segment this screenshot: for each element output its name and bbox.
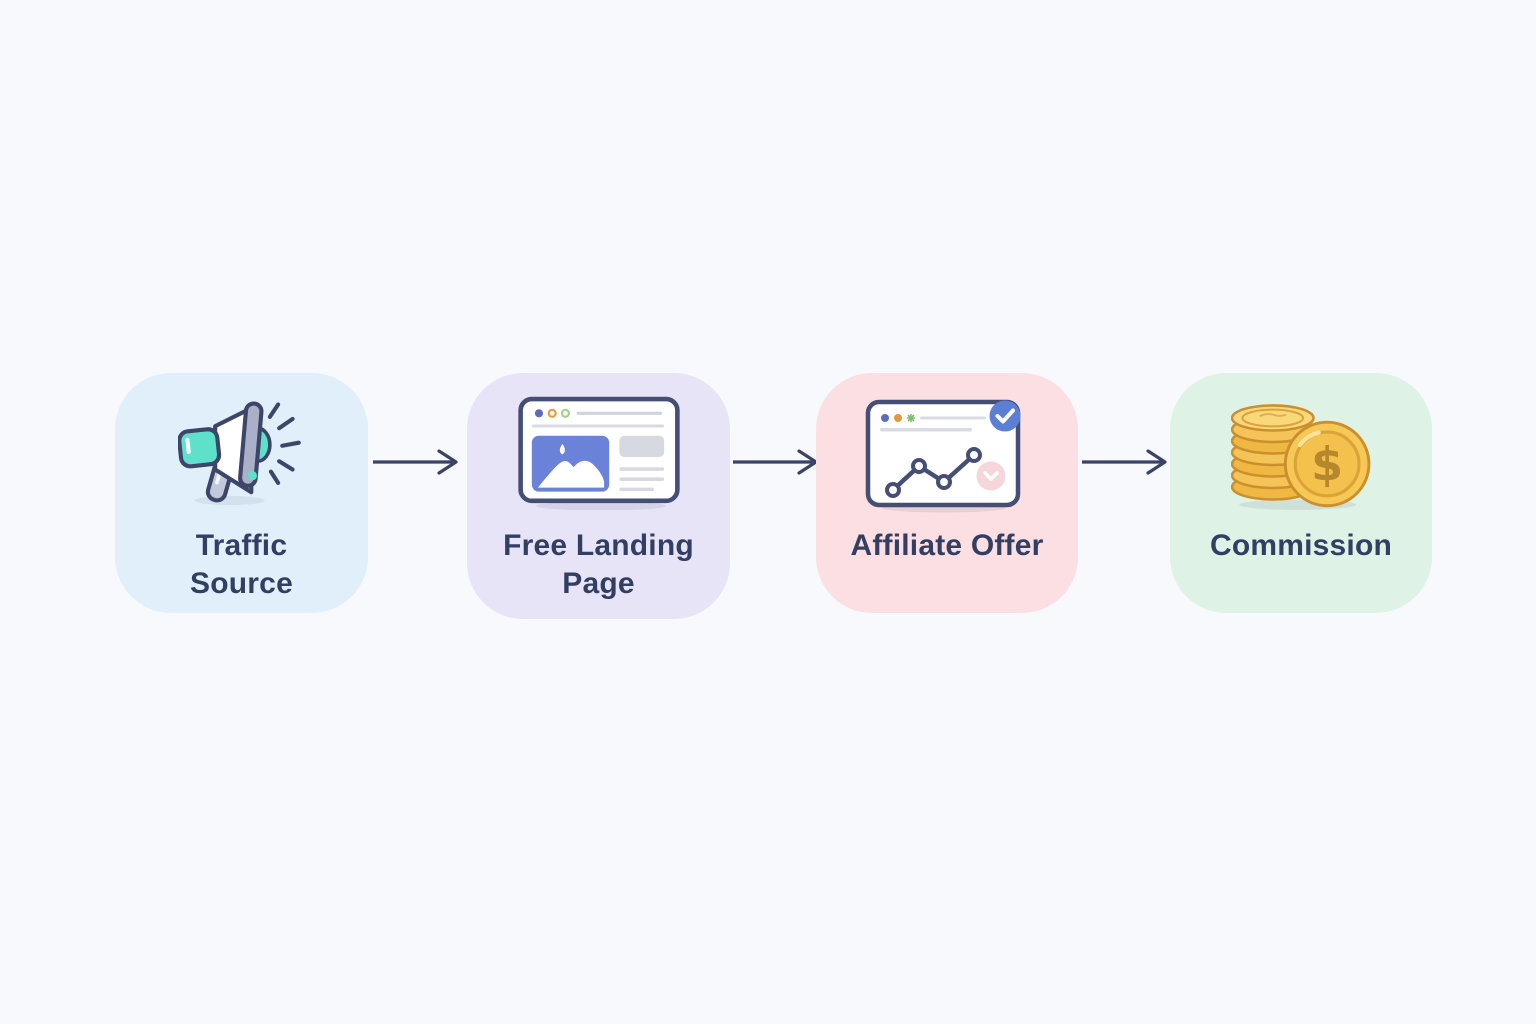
step-free-landing-page: Free Landing Page (467, 373, 730, 619)
flow-arrow (732, 447, 820, 477)
step-traffic-source: Traffic Source (115, 373, 368, 613)
flow-arrow (372, 447, 460, 477)
svg-text:$: $ (1311, 437, 1343, 491)
step-commission: $ Commission (1170, 373, 1432, 613)
flow-arrow (1081, 447, 1169, 477)
step-label: Free Landing Page (503, 529, 694, 600)
gold-coins-icon: $ (1231, 387, 1371, 519)
landing-page-browser-icon (517, 387, 681, 519)
analytics-browser-check-icon (864, 387, 1030, 519)
step-label: Commission (1209, 529, 1393, 562)
step-label: Traffic Source (190, 529, 293, 600)
megaphone-icon (177, 387, 306, 519)
step-label: Affiliate Offer (850, 529, 1044, 562)
step-affiliate-offer: Affiliate Offer (816, 373, 1078, 613)
